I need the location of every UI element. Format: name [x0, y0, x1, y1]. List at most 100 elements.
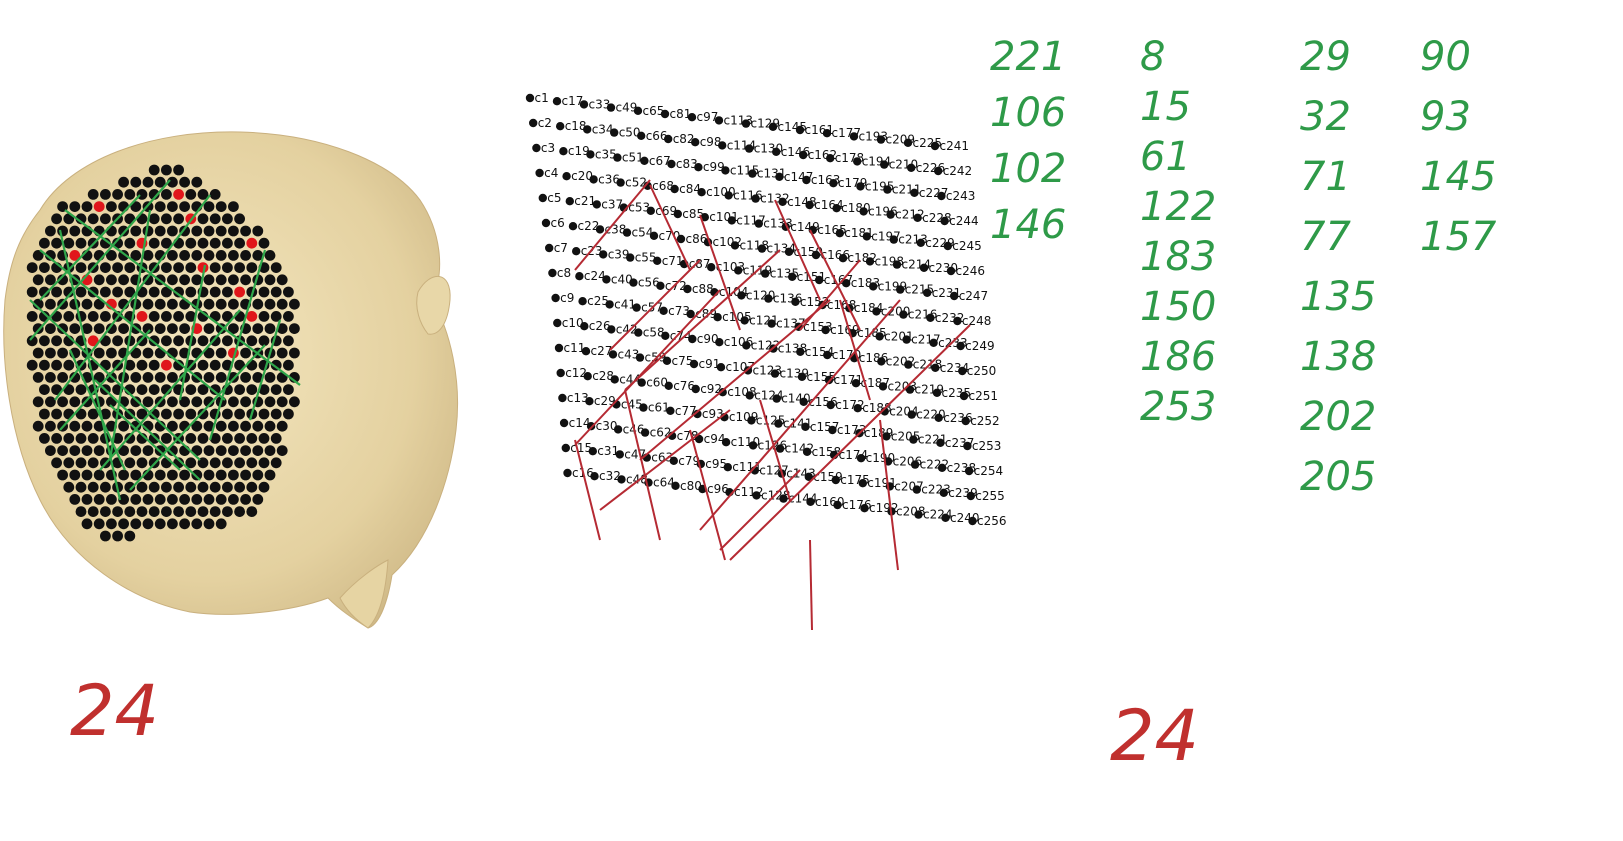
note-green-number: 61: [1140, 134, 1191, 180]
electrode-c36: c36: [589, 172, 620, 186]
head-electrode: [51, 237, 62, 249]
head-electrode: [179, 323, 191, 334]
head-electrode: [173, 408, 185, 420]
head-electrode: [197, 384, 209, 395]
electrode-c41: c41: [605, 297, 636, 311]
head-electrode: [112, 262, 123, 273]
head-electrode: [234, 237, 246, 249]
head-electrode: [240, 494, 252, 505]
electrode-c246: c246: [946, 264, 985, 278]
head-electrode: [173, 164, 185, 176]
electrode-c92: c92: [691, 382, 722, 396]
head-electrode: [51, 457, 62, 469]
svg-text:c76: c76: [673, 379, 695, 393]
head-electrode: [167, 494, 178, 505]
head-electrode: [264, 274, 276, 286]
head-electrode: [276, 347, 288, 359]
head-electrode: [222, 457, 233, 469]
head-electrode: [264, 469, 276, 481]
head-electrode-highlighted: [161, 359, 172, 371]
svg-text:c64: c64: [653, 476, 675, 490]
head-electrode: [81, 469, 93, 481]
svg-text:c13: c13: [567, 391, 589, 405]
head-electrode: [130, 372, 142, 383]
note-green-number: 183: [1140, 234, 1216, 280]
head-electrode: [148, 237, 160, 249]
electrode-c52: c52: [616, 176, 647, 190]
head-electrode: [173, 262, 185, 273]
head-electrode: [148, 286, 160, 298]
svg-text:c83: c83: [676, 157, 698, 171]
head-electrode: [45, 420, 56, 432]
head-electrode: [191, 274, 203, 286]
svg-text:c69: c69: [655, 204, 677, 218]
electrode-c97: c97: [687, 110, 718, 124]
head-electrode: [26, 286, 38, 298]
note-red-number: 24: [1110, 695, 1199, 777]
head-electrode: [289, 298, 300, 310]
electrode-c39: c39: [599, 247, 630, 261]
head-electrode: [203, 445, 215, 456]
head-electrode: [75, 433, 87, 444]
electrode-c250: c250: [958, 364, 996, 378]
electrode-c32: c32: [590, 469, 621, 483]
electrode-c42: c42: [607, 322, 638, 336]
svg-text:c4: c4: [544, 166, 558, 180]
head-electrode: [100, 262, 111, 273]
head-electrode: [252, 494, 264, 505]
head-electrode: [161, 189, 172, 200]
head-electrode: [167, 372, 178, 383]
electrode-c68: c68: [643, 179, 674, 193]
head-electrode: [130, 201, 142, 213]
head-electrode: [215, 298, 227, 310]
svg-text:c79: c79: [678, 454, 700, 468]
map-red-line: [689, 429, 726, 561]
head-electrode-grid: [26, 164, 300, 542]
electrode-c96: c96: [698, 482, 729, 496]
head-electrode: [124, 359, 136, 371]
head-electrode: [222, 311, 233, 322]
svg-text:c43: c43: [618, 347, 640, 361]
head-electrode: [81, 420, 93, 432]
electrode-c1: c1: [525, 91, 549, 105]
electrode-c247: c247: [950, 289, 988, 303]
electrode-c67: c67: [640, 154, 671, 168]
head-electrode: [270, 286, 282, 298]
head-electrode: [179, 201, 191, 213]
head-electrode: [228, 469, 239, 481]
head-electrode: [63, 237, 75, 249]
head-electrode: [81, 323, 93, 334]
head-electrode: [173, 335, 185, 347]
head-electrode: [173, 311, 185, 322]
head-electrode: [32, 274, 44, 286]
head-electrode: [167, 176, 178, 188]
map-red-line: [624, 249, 781, 391]
electrode-c71: c71: [653, 254, 684, 268]
head-electrode-highlighted: [173, 189, 185, 200]
head-electrode: [63, 359, 75, 371]
head-electrode: [100, 530, 111, 542]
head-electrode: [148, 213, 160, 225]
head-electrode: [124, 237, 136, 249]
head-grid-line: [64, 209, 301, 386]
head-electrode-highlighted: [246, 311, 258, 322]
head-electrode: [112, 335, 123, 347]
head-electrode: [222, 237, 233, 249]
head-grid-line: [108, 209, 152, 461]
head-electrode: [93, 347, 105, 359]
svg-text:c2: c2: [538, 116, 552, 130]
head-electrode: [270, 311, 282, 322]
svg-text:c22: c22: [578, 219, 600, 233]
electrode-c12: c12: [556, 366, 587, 380]
head-electrode: [215, 372, 227, 383]
head-electrode: [209, 359, 221, 371]
electrode-c33: c33: [579, 97, 610, 111]
electrode-c88: c88: [683, 282, 714, 296]
head-electrode: [203, 298, 215, 310]
head-electrode: [283, 359, 294, 371]
head-electrode: [148, 359, 160, 371]
svg-text:c243: c243: [946, 189, 976, 203]
head-electrode: [228, 494, 239, 505]
note-green-number: 90: [1420, 34, 1471, 80]
head-electrode: [228, 225, 239, 237]
